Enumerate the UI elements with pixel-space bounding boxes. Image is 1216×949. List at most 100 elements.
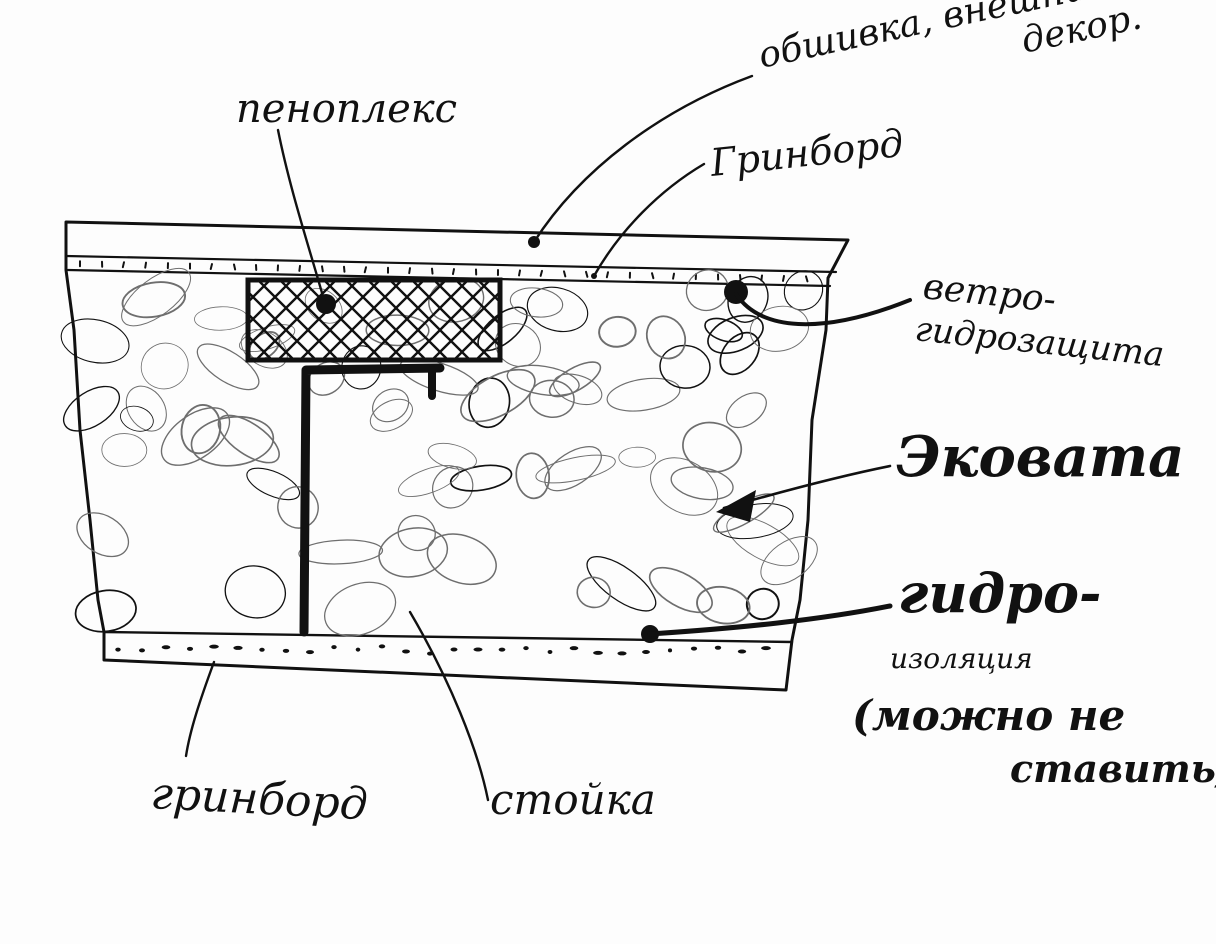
wool-scribble — [243, 462, 304, 506]
wool-scribble — [221, 561, 290, 623]
layer-dot — [451, 648, 458, 652]
layer-dot — [673, 274, 674, 279]
layer-dot — [738, 649, 746, 653]
wool-scribble — [658, 344, 711, 391]
wool-scribble — [366, 382, 414, 428]
wool-scribble — [694, 583, 753, 628]
label-penoplex: пеноплекс — [236, 86, 457, 132]
layer-dot — [139, 648, 145, 652]
label-hydro-insulation: гидро- изоляция (можно не ставить) — [852, 561, 1216, 791]
layer-dot — [473, 648, 482, 652]
wool-scribble — [545, 355, 606, 403]
layer-dot — [617, 651, 626, 655]
layer-dot — [402, 649, 410, 653]
layer-dot — [453, 269, 454, 274]
layer-dot — [409, 268, 410, 273]
label-grinboard-bottom: гринборд — [149, 768, 368, 830]
layer-dot — [523, 646, 528, 650]
layer-dot — [356, 648, 361, 652]
layer-dot — [607, 272, 608, 277]
wool-scribble — [117, 402, 156, 435]
svg-text:(можно не: (можно не — [852, 691, 1125, 740]
layer-dot — [783, 276, 784, 281]
layer-dot — [499, 648, 506, 652]
wool-scribble — [56, 377, 127, 440]
layer-dot — [652, 273, 653, 278]
layer-dot — [691, 647, 697, 651]
layer-dot — [187, 647, 193, 651]
svg-text:гидро-: гидро- — [898, 561, 1101, 625]
svg-text:ставить): ставить) — [1010, 746, 1216, 791]
layer-dot — [593, 651, 603, 655]
wool-scribble — [534, 450, 618, 489]
layer-dot — [209, 645, 219, 649]
layer-dot — [283, 649, 289, 653]
label-ecowool: Эковата — [896, 424, 1184, 490]
layer-dot — [123, 262, 124, 267]
wool-scribble — [73, 586, 139, 636]
wool-scribble — [365, 393, 418, 438]
wool-scribble — [605, 374, 682, 416]
wool-scribble — [57, 313, 133, 370]
label-grinboard-top: Гринборд — [707, 121, 905, 185]
layer-dot — [365, 267, 366, 272]
wool-scribble — [420, 525, 503, 593]
layer-dot — [570, 646, 579, 650]
wool-scribble — [714, 498, 796, 543]
wool-scribble — [133, 335, 196, 398]
wool-scribble — [395, 459, 463, 503]
layer-dot — [233, 646, 242, 650]
layer-dot — [668, 648, 672, 652]
layer-dot — [541, 271, 542, 276]
layer-dot — [115, 648, 120, 652]
layer-dot — [211, 264, 212, 269]
layer-dot — [379, 644, 385, 648]
bottom-layer-dots — [115, 644, 771, 655]
penoplex-marker-dot — [316, 294, 336, 314]
wool-scribble — [102, 433, 147, 466]
top-sheathing-layer — [66, 256, 836, 272]
layer-dot — [331, 645, 336, 649]
svg-text:изоляция: изоляция — [890, 642, 1033, 675]
layer-dot — [234, 264, 235, 269]
label-stud: стойка — [490, 775, 656, 824]
wool-scribble — [522, 281, 593, 338]
layer-dot — [299, 266, 300, 271]
layer-dot — [548, 650, 553, 654]
stud-profile — [304, 368, 440, 632]
leader-stud — [410, 612, 488, 800]
penoplex-block — [248, 280, 500, 360]
wool-scribble — [640, 310, 693, 366]
leader-grinboard-bottom — [186, 662, 214, 756]
layer-dot — [432, 269, 433, 274]
wool-scribble — [393, 510, 440, 556]
label-cladding: обшивка, внешний декор. — [755, 0, 1145, 116]
wool-scribble — [619, 447, 656, 468]
wool-scribble — [69, 504, 136, 566]
wool-scribble — [746, 301, 813, 357]
wool-scribble — [151, 396, 239, 476]
leader-wind-barrier — [736, 294, 910, 324]
layer-dot — [519, 270, 520, 275]
layer-dot — [322, 266, 323, 271]
wool-scribble — [678, 417, 747, 478]
label-wind-hydro-barrier: ветро- гидрозащита — [913, 266, 1166, 375]
layer-dot — [259, 648, 264, 652]
layer-dot — [145, 263, 146, 268]
layer-dot — [306, 650, 314, 654]
layer-dot — [564, 271, 565, 276]
wool-scribble — [120, 278, 188, 322]
wool-scribble — [640, 446, 728, 527]
layer-dot — [761, 646, 771, 650]
layer-dot — [806, 276, 807, 281]
wool-scribble — [598, 315, 637, 348]
layer-dot — [586, 272, 587, 277]
layer-dot — [162, 645, 171, 649]
wool-scribble — [465, 375, 513, 430]
layer-dot — [715, 646, 721, 650]
wool-scribble — [194, 306, 248, 331]
wool-scribble — [118, 379, 175, 439]
leader-grinboard-top — [594, 164, 704, 276]
